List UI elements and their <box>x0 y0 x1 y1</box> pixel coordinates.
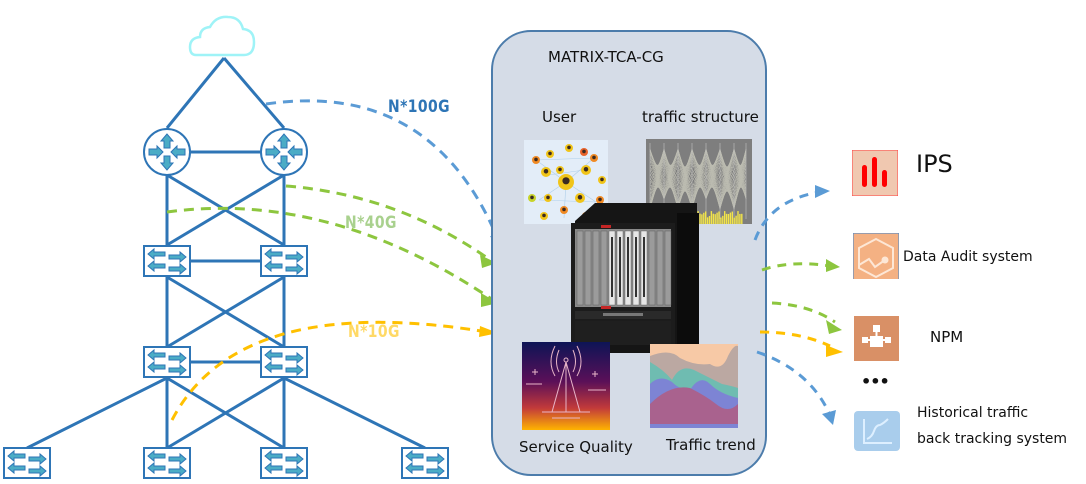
line-chart-icon <box>854 411 900 451</box>
cloud-icon <box>188 15 256 57</box>
user-avatar-icon <box>540 212 548 220</box>
router-icon <box>143 128 191 176</box>
output-label-npm: NPM <box>930 328 964 346</box>
user-avatar-icon <box>528 194 536 202</box>
link <box>166 275 285 349</box>
service-quality-thumbnail <box>522 342 610 430</box>
chassis-slot <box>576 230 584 306</box>
switch-icon <box>143 245 191 277</box>
user-avatar-icon <box>596 196 604 204</box>
arrowhead-icon <box>822 410 836 425</box>
chassis-slot <box>592 230 600 306</box>
user-avatar-icon <box>544 194 552 202</box>
user-avatar-icon <box>558 174 574 190</box>
module-label-traffic-trend: Traffic trend <box>666 436 756 454</box>
user-avatar-icon <box>598 176 606 184</box>
user-avatar-icon <box>546 150 554 158</box>
switch-icon <box>260 447 308 479</box>
more-outputs-ellipsis: ••• <box>861 372 890 391</box>
chassis-slot <box>664 230 672 306</box>
link-40g-arrow-2 <box>166 206 494 302</box>
link <box>26 376 168 450</box>
output-label-ips: IPS <box>916 150 953 178</box>
switch-icon <box>143 346 191 378</box>
bandwidth-label-100g: N*100G <box>388 97 450 117</box>
user-avatar-icon <box>590 154 598 162</box>
module-label-service-quality: Service Quality <box>519 438 633 456</box>
chassis-slot <box>648 230 656 306</box>
chassis-device-image <box>571 203 699 353</box>
chassis-slot <box>584 230 592 306</box>
user-avatar-icon <box>565 144 573 152</box>
network-topology-icon <box>854 316 899 361</box>
user-avatar-icon <box>581 165 591 175</box>
link-10g-arrow <box>170 320 494 421</box>
link <box>283 376 426 450</box>
switch-icon <box>260 346 308 378</box>
chassis-slot <box>600 230 608 306</box>
switch-icon <box>401 447 449 479</box>
panel-title: MATRIX-TCA-CG <box>548 48 664 66</box>
output-label-data-audit: Data Audit system <box>903 249 1033 265</box>
router-icon <box>260 128 308 176</box>
output-label-history-line1: Historical traffic <box>917 405 1029 421</box>
module-label-user: User <box>542 108 577 126</box>
arrowhead-icon <box>479 326 498 337</box>
user-avatar-icon <box>556 166 564 174</box>
user-avatar-icon <box>580 148 588 156</box>
arrowhead-icon <box>826 345 843 357</box>
output-arrow-npm-yellow <box>759 330 831 348</box>
switch-icon <box>143 447 191 479</box>
bandwidth-label-40g: N*40G <box>345 213 397 233</box>
user-network-thumbnail <box>524 140 608 224</box>
user-avatar-icon <box>575 193 585 203</box>
output-arrow-history <box>756 350 832 416</box>
bandwidth-label-10g: N*10G <box>348 322 400 342</box>
chassis-slot <box>656 230 664 306</box>
link <box>166 376 285 450</box>
arrowhead-icon <box>826 320 842 334</box>
bar-chart-icon <box>852 150 898 196</box>
traffic-trend-thumbnail <box>650 344 738 428</box>
link-cloud-router-left <box>165 57 226 129</box>
link-cloud-router-right <box>222 57 286 129</box>
output-arrow-ips <box>753 190 821 241</box>
output-arrow-npm-green <box>771 301 836 324</box>
user-avatar-icon <box>541 167 551 177</box>
arrowhead-icon <box>815 185 830 198</box>
audit-hexagon-icon <box>853 233 899 279</box>
user-avatar-icon <box>560 206 568 214</box>
switch-icon <box>260 245 308 277</box>
link-40g-arrow-1 <box>285 184 494 264</box>
arrowhead-icon <box>826 259 840 272</box>
switch-icon <box>3 447 51 479</box>
output-arrow-data-audit <box>761 262 831 272</box>
arrowhead-icon <box>480 255 497 268</box>
output-label-history-line2: back tracking system <box>917 431 1068 447</box>
link-100g-arrow <box>265 99 499 238</box>
user-avatar-icon <box>532 156 540 164</box>
module-label-traffic-structure: traffic structure <box>642 108 759 126</box>
link <box>166 173 285 247</box>
